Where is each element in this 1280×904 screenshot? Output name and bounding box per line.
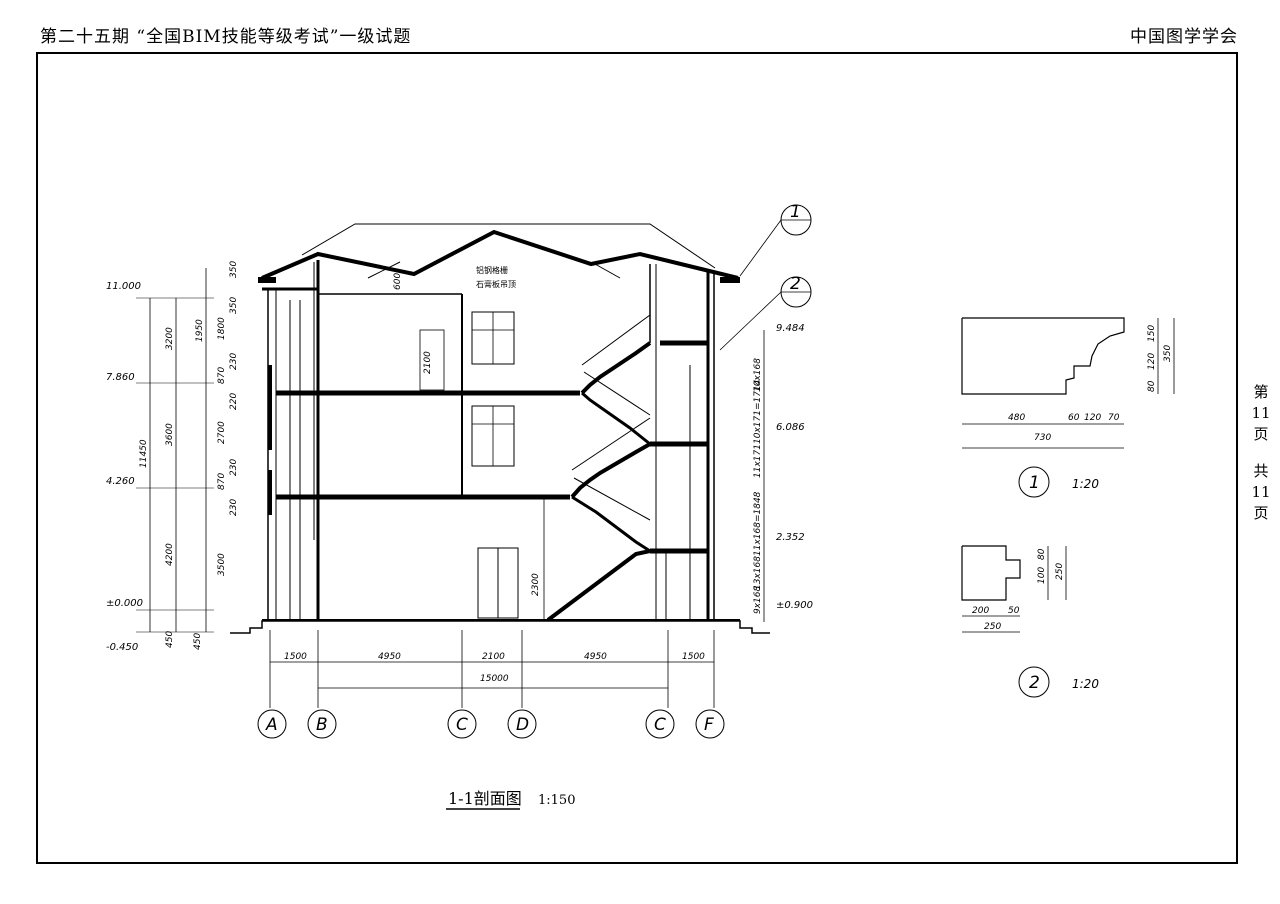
- detail-dimension: 150: [1147, 325, 1157, 342]
- level-label: 6.086: [776, 422, 805, 433]
- page-marker-char: 页: [1253, 504, 1269, 522]
- axis-label: B: [316, 715, 328, 735]
- stair-dimension: 9x168: [753, 585, 763, 614]
- dimension-value: 230: [229, 459, 239, 476]
- detail-total: 730: [1034, 433, 1051, 443]
- stair-dimension: 10x171=1714: [753, 379, 763, 444]
- stair-dimension: 13x168: [753, 556, 763, 590]
- section-title: 1-1剖面图: [448, 789, 522, 808]
- axis-label: D: [516, 715, 529, 735]
- page-marker-char: 共: [1253, 462, 1269, 480]
- detail-number: 1: [1029, 473, 1040, 493]
- page-marker-num: 11: [1251, 404, 1271, 422]
- detail-dimension: 250: [1055, 563, 1065, 580]
- detail-number: 2: [1029, 673, 1040, 693]
- dimension-value: 870: [217, 473, 227, 490]
- stair-dimension: 10x168: [753, 358, 763, 392]
- axis-label: C: [654, 715, 666, 735]
- overall-dimension: 3600: [165, 423, 175, 446]
- axis-dimension: 2100: [482, 652, 505, 662]
- overall-dimension: 11450: [139, 439, 149, 468]
- detail-callout-number: 1: [790, 202, 801, 222]
- detail-dimension: 120: [1084, 413, 1101, 423]
- level-label: 9.484: [776, 323, 805, 334]
- dimension-value: 2700: [217, 421, 227, 444]
- axis-dimension: 4950: [378, 652, 401, 662]
- detail-dimension: 100: [1037, 567, 1047, 584]
- detail-dimension: 50: [1008, 606, 1020, 616]
- inner-dimension: 2100: [423, 351, 433, 374]
- dimension-value: 230: [229, 353, 239, 370]
- detail-dimension: 80: [1037, 548, 1047, 560]
- axis-label: F: [704, 715, 714, 735]
- dimension-value: 220: [229, 393, 239, 410]
- detail-scale: 1:20: [1072, 477, 1099, 491]
- dimension-value: 870: [217, 367, 227, 384]
- detail-1-cornice: [961, 317, 1175, 498]
- stair-dimension: 11x168=1848: [753, 491, 763, 556]
- total-dimension: 15000: [480, 674, 509, 684]
- level-label: -0.450: [106, 642, 138, 653]
- level-label: ±0.900: [776, 600, 813, 611]
- axis-dimension: 1500: [682, 652, 705, 662]
- detail-dimension: 480: [1008, 413, 1025, 423]
- dimension-value: 230: [229, 499, 239, 516]
- exam-header-title: 第二十五期 “全国BIM技能等级考试”一级试题: [40, 27, 412, 47]
- dimension-value: 450: [193, 633, 203, 650]
- detail-2-profile: [961, 545, 1067, 698]
- stair-dimension: 11x171: [753, 444, 763, 478]
- axis-label: C: [456, 715, 468, 735]
- axis-dimension: 1500: [284, 652, 307, 662]
- overall-dimension: 3200: [165, 327, 175, 350]
- detail-scale: 1:20: [1072, 677, 1099, 691]
- dimension-value: 1800: [217, 317, 227, 340]
- level-label: 2.352: [776, 532, 805, 543]
- page-marker: 第 11 页 共 11 页: [1250, 382, 1272, 524]
- annotation-note: 铝钢格栅: [476, 265, 508, 275]
- drawing-frame: [36, 52, 1238, 864]
- axis-dimension: 4950: [584, 652, 607, 662]
- dimension-value: 1950: [195, 319, 205, 342]
- detail-dimension: 200: [972, 606, 989, 616]
- detail-dimension: 120: [1147, 353, 1157, 370]
- page-marker-char: 页: [1253, 425, 1269, 443]
- axis-label: A: [265, 715, 278, 735]
- annotation-note: 石膏板吊顶: [476, 279, 516, 289]
- page-marker-char: 第: [1253, 383, 1269, 401]
- overall-dimension: 4200: [165, 543, 175, 566]
- dimension-value: 3500: [217, 553, 227, 576]
- building-section: [136, 204, 812, 739]
- detail-dimension: 350: [1163, 345, 1173, 362]
- inner-dimension: 600: [393, 273, 403, 290]
- inner-dimension: 2300: [531, 573, 541, 596]
- detail-dimension: 60: [1068, 413, 1080, 423]
- detail-dimension: 70: [1108, 413, 1120, 423]
- level-label: 11.000: [106, 281, 141, 292]
- overall-dimension: 450: [165, 631, 175, 648]
- level-label: 4.260: [106, 476, 135, 487]
- dimension-value: 350: [229, 261, 239, 278]
- level-label: ±0.000: [106, 598, 143, 609]
- level-label: 7.860: [106, 372, 135, 383]
- section-scale: 1:150: [538, 793, 575, 808]
- detail-callout-number: 2: [790, 274, 801, 294]
- page-marker-num: 11: [1251, 483, 1271, 501]
- dimension-value: 350: [229, 297, 239, 314]
- organization-name: 中国图学学会: [1130, 27, 1238, 47]
- detail-total: 250: [984, 622, 1001, 632]
- detail-dimension: 80: [1147, 380, 1157, 392]
